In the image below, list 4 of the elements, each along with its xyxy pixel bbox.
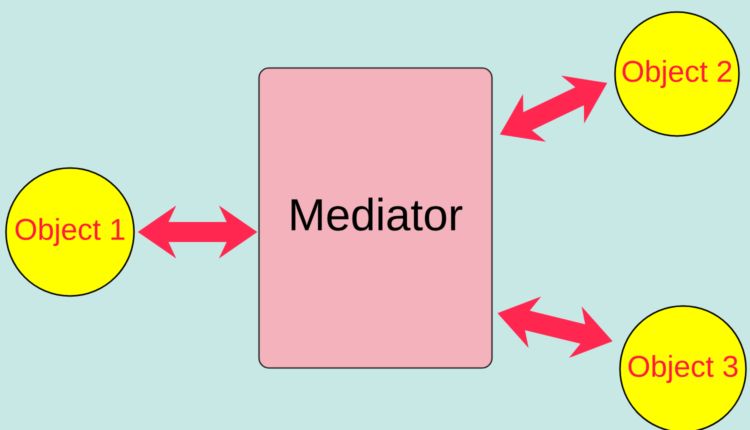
circle-node: Object 3 — [619, 305, 747, 430]
circle-node: Object 2 — [614, 11, 740, 137]
circle-node: Object 1 — [5, 167, 135, 297]
rounded-box: Mediator — [258, 67, 493, 369]
